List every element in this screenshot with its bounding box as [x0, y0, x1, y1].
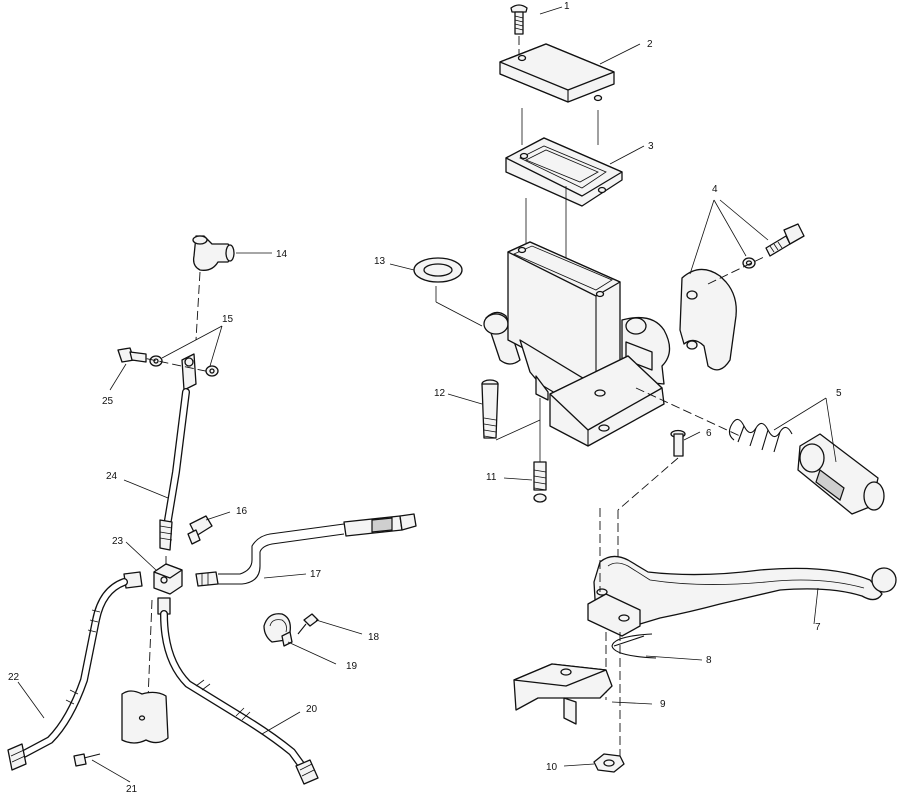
- piston-assembly-part-5: [635, 387, 885, 515]
- clamp-bracket-part-4: [679, 223, 805, 371]
- pivot-pin-part-6: [617, 429, 686, 582]
- callout-17: 17: [310, 569, 322, 580]
- upper-hose-part-24: [159, 388, 190, 551]
- callout-22: 22: [8, 672, 20, 683]
- bolt-part-11: [533, 461, 547, 503]
- washers-part-15: [133, 353, 219, 391]
- bolt-part-12: [481, 379, 541, 441]
- callout-20: 20: [306, 704, 318, 715]
- callout-2: 2: [647, 39, 653, 50]
- callout-15: 15: [222, 314, 234, 325]
- callout-6: 6: [706, 428, 712, 439]
- reservoir-cover-part-2: [499, 43, 615, 145]
- bleeder-part-16: [187, 515, 213, 545]
- mounting-plate-part-21: [73, 690, 169, 767]
- callout-19: 19: [346, 661, 358, 672]
- callout-5: 5: [836, 388, 842, 399]
- callout-11: 11: [486, 472, 497, 483]
- junction-block-part-23: [147, 556, 183, 701]
- master-cylinder-body: [483, 241, 671, 462]
- right-hose-part-20: [157, 597, 319, 785]
- callout-23: 23: [112, 536, 124, 547]
- callout-4: 4: [712, 184, 718, 195]
- boot-part-13: [413, 257, 483, 327]
- callout-8: 8: [706, 655, 712, 666]
- callout-13: 13: [374, 256, 386, 267]
- line-clamp-part-19: [263, 613, 293, 647]
- banjo-fitting-part-14: [192, 235, 235, 341]
- callout-10: 10: [546, 762, 558, 773]
- callout-3: 3: [648, 141, 654, 152]
- callout-21: 21: [126, 784, 138, 793]
- adjuster-block-part-9: [513, 663, 613, 725]
- callout-25: 25: [102, 396, 114, 407]
- clamp-screw-part-18: [297, 613, 319, 635]
- callout-24: 24: [106, 471, 118, 482]
- callout-18: 18: [368, 632, 380, 643]
- callout-labels: 1 2 3 4 5 6 7 8 9 10 11 12 13 14 15 16 1…: [8, 1, 842, 793]
- callout-14: 14: [276, 249, 288, 260]
- callout-16: 16: [236, 506, 248, 517]
- leader-lines: [17, 6, 837, 783]
- cover-screw-part-1: [510, 4, 528, 54]
- lever-spring-part-8: [605, 632, 657, 760]
- callout-12: 12: [434, 388, 446, 399]
- banjo-bolt-part-25: [117, 347, 147, 363]
- left-hose-part-22: [7, 571, 143, 771]
- callout-7: 7: [815, 622, 821, 633]
- brake-line-part-17: [195, 513, 417, 587]
- diaphragm-part-3: [505, 137, 623, 278]
- callout-1: 1: [564, 1, 570, 12]
- callout-9: 9: [660, 699, 666, 710]
- nut-part-10: [593, 753, 625, 773]
- brake-lever-part-7: [587, 508, 897, 637]
